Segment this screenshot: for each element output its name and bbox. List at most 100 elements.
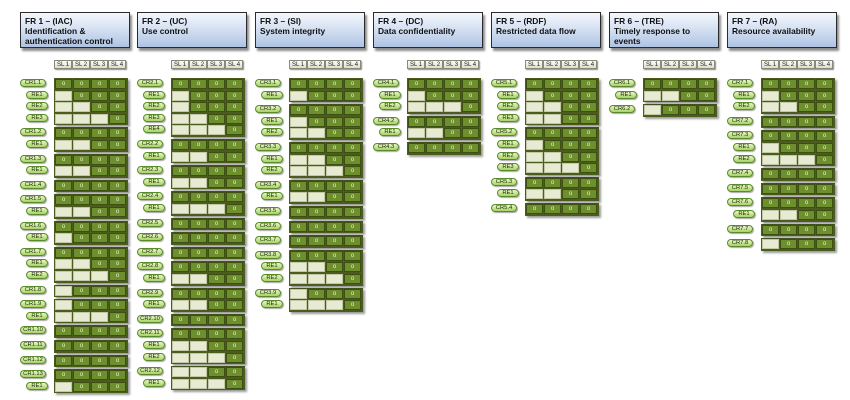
enhancement-label[interactable]: RE1 [379, 128, 401, 137]
enhancement-label[interactable]: RE1 [615, 90, 637, 99]
requirement-label[interactable]: CR7.3 [727, 131, 753, 140]
enhancement-label[interactable]: RE2 [733, 102, 755, 111]
enhancement-label[interactable]: RE2 [26, 102, 48, 111]
enhancement-label[interactable]: RE2 [261, 128, 283, 137]
requirement-label[interactable]: CR7.7 [727, 224, 753, 233]
enhancement-label[interactable]: RE1 [497, 90, 519, 99]
requirement-label[interactable]: CR1.8 [20, 285, 46, 294]
requirement-label[interactable]: CR3.3 [255, 143, 281, 151]
enhancement-label[interactable]: RE1 [261, 262, 283, 271]
requirement-label[interactable]: CR1.4 [20, 180, 46, 189]
enhancement-label[interactable]: RE2 [733, 154, 755, 163]
requirement-label[interactable]: CR7.2 [727, 116, 753, 125]
requirement-label[interactable]: CR5.2 [491, 128, 517, 137]
requirement-label[interactable]: CR2.6 [137, 233, 163, 242]
requirement-label[interactable]: CR1.11 [20, 341, 46, 349]
requirement-label[interactable]: CR1.10 [20, 326, 46, 335]
enhancement-label[interactable]: RE1 [497, 189, 519, 198]
requirement-label[interactable]: CR6.2 [609, 105, 635, 114]
enhancement-label[interactable]: RE4 [143, 125, 165, 134]
enhancement-label[interactable]: RE1 [143, 177, 165, 186]
enhancement-label[interactable]: RE1 [26, 233, 48, 242]
enhancement-label[interactable]: RE1 [261, 154, 283, 163]
requirement-label[interactable]: CR2.7 [137, 247, 163, 256]
enhancement-label[interactable]: RE1 [26, 207, 48, 215]
requirement-label[interactable]: CR4.1 [373, 79, 399, 87]
enhancement-label[interactable]: RE1 [143, 341, 165, 349]
requirement-label[interactable]: CR1.12 [20, 355, 46, 364]
enhancement-label[interactable]: RE1 [26, 311, 48, 320]
requirement-label[interactable]: CR2.8 [137, 262, 163, 271]
requirement-label[interactable]: CR4.3 [373, 143, 399, 151]
requirement-label[interactable]: CR5.3 [491, 177, 517, 186]
enhancement-label[interactable]: RE1 [143, 151, 165, 160]
requirement-label[interactable]: CR7.6 [727, 198, 753, 207]
requirement-label[interactable]: CR1.5 [20, 195, 46, 204]
enhancement-label[interactable]: RE1 [143, 90, 165, 99]
enhancement-label[interactable]: RE2 [143, 102, 165, 111]
enhancement-label[interactable]: RE1 [261, 116, 283, 125]
requirement-label[interactable]: CR5.1 [491, 79, 517, 87]
requirement-label[interactable]: CR3.9 [255, 288, 281, 297]
requirement-label[interactable]: CR1.3 [20, 154, 46, 163]
enhancement-label[interactable]: RE3 [497, 163, 519, 172]
requirement-label[interactable]: CR1.7 [20, 247, 46, 256]
requirement-label[interactable]: CR2.3 [137, 166, 163, 175]
requirement-label[interactable]: CR3.2 [255, 105, 281, 114]
requirement-label[interactable]: CR3.7 [255, 236, 281, 245]
enhancement-label[interactable]: RE1 [26, 381, 48, 390]
requirement-label[interactable]: CR2.1 [137, 79, 163, 87]
enhancement-label[interactable]: RE2 [26, 271, 48, 279]
enhancement-label[interactable]: RE1 [497, 140, 519, 148]
requirement-label[interactable]: CR1.6 [20, 221, 46, 230]
requirement-label[interactable]: CR2.11 [137, 329, 163, 338]
enhancement-label[interactable]: RE1 [26, 140, 48, 148]
requirement-label[interactable]: CR1.13 [20, 370, 46, 379]
enhancement-label[interactable]: RE1 [379, 90, 401, 99]
enhancement-label[interactable]: RE1 [26, 259, 48, 268]
enhancement-label[interactable]: RE2 [261, 274, 283, 282]
enhancement-label[interactable]: RE1 [143, 378, 165, 387]
requirement-label[interactable]: CR3.1 [255, 79, 281, 87]
requirement-label[interactable]: CR2.2 [137, 140, 163, 148]
enhancement-label[interactable]: RE1 [261, 90, 283, 99]
enhancement-label[interactable]: RE2 [379, 102, 401, 111]
enhancement-label[interactable]: RE2 [497, 102, 519, 111]
requirement-label[interactable]: CR3.8 [255, 250, 281, 259]
enhancement-label[interactable]: RE1 [733, 143, 755, 151]
enhancement-label[interactable]: RE2 [497, 151, 519, 160]
sl-cell: o [226, 247, 243, 258]
enhancement-label[interactable]: RE1 [143, 274, 165, 282]
enhancement-label[interactable]: RE3 [143, 113, 165, 122]
requirement-label[interactable]: CR3.5 [255, 207, 281, 215]
requirement-label[interactable]: CR3.6 [255, 221, 281, 230]
requirement-label[interactable]: CR6.1 [609, 79, 635, 87]
enhancement-label[interactable]: RE3 [26, 113, 48, 122]
enhancement-label[interactable]: RE2 [143, 352, 165, 361]
enhancement-label[interactable]: RE1 [261, 192, 283, 201]
enhancement-label[interactable]: RE1 [261, 300, 283, 309]
requirement-label[interactable]: CR2.10 [137, 314, 163, 323]
enhancement-label[interactable]: RE1 [733, 210, 755, 218]
requirement-label[interactable]: CR1.1 [20, 79, 46, 87]
enhancement-label[interactable]: RE1 [143, 300, 165, 309]
requirement-label[interactable]: CR4.2 [373, 116, 399, 125]
requirement-label[interactable]: CR2.5 [137, 218, 163, 227]
enhancement-label[interactable]: RE1 [143, 204, 165, 212]
enhancement-label[interactable]: RE1 [26, 166, 48, 175]
requirement-label[interactable]: CR7.1 [727, 79, 753, 87]
requirement-label[interactable]: CR2.9 [137, 288, 163, 297]
enhancement-label[interactable]: RE2 [261, 166, 283, 175]
enhancement-label[interactable]: RE3 [497, 113, 519, 122]
enhancement-label[interactable]: RE1 [733, 90, 755, 99]
requirement-label[interactable]: CR5.4 [491, 204, 517, 212]
requirement-label[interactable]: CR1.2 [20, 128, 46, 137]
requirement-label[interactable]: CR1.9 [20, 300, 46, 309]
enhancement-label[interactable]: RE1 [26, 90, 48, 99]
requirement-label[interactable]: CR2.12 [137, 367, 163, 376]
requirement-label[interactable]: CR7.8 [727, 239, 753, 248]
requirement-label[interactable]: CR7.5 [727, 183, 753, 192]
requirement-label[interactable]: CR7.4 [727, 169, 753, 178]
requirement-label[interactable]: CR3.4 [255, 180, 281, 189]
requirement-label[interactable]: CR2.4 [137, 192, 163, 201]
